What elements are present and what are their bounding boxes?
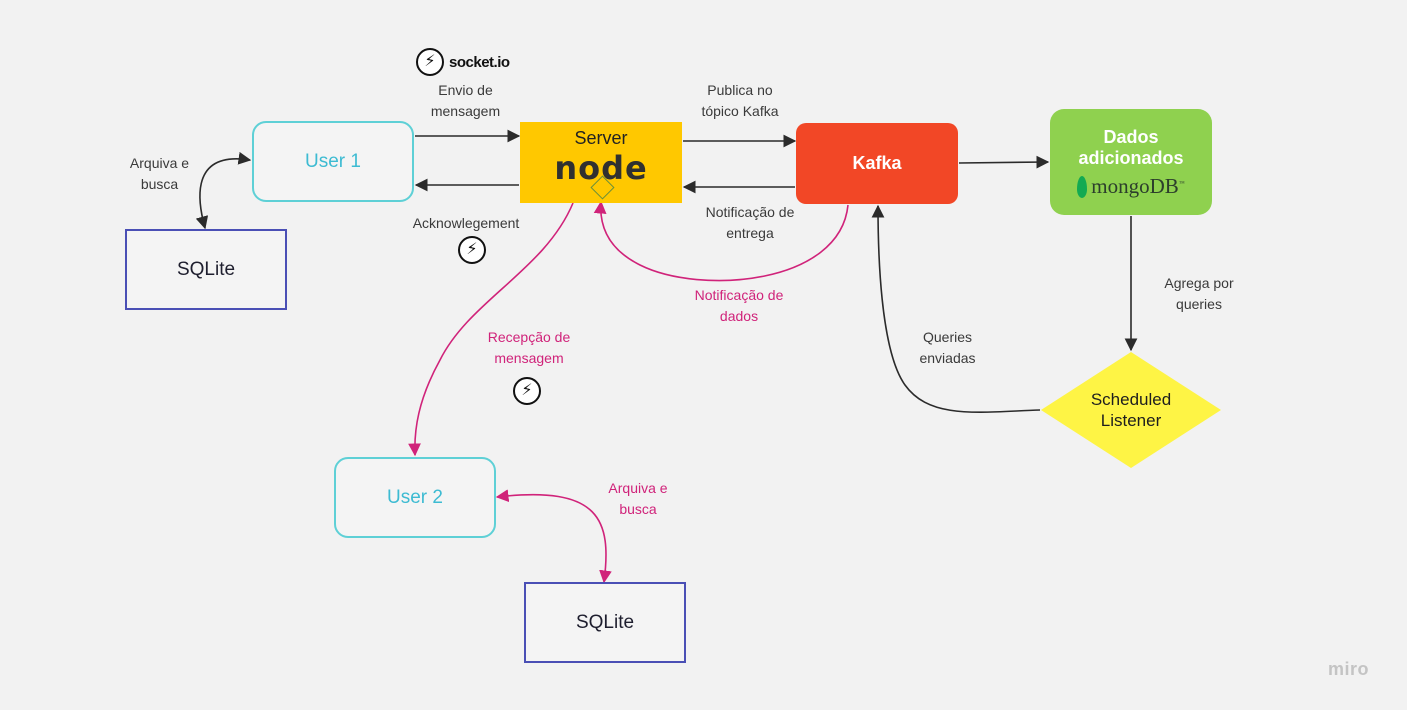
miro-watermark: miro — [1328, 659, 1370, 679]
socketio-icon: ⚡ — [458, 236, 486, 264]
label-agrega-queries: Agrega por queries — [1164, 275, 1234, 312]
label-arquiva-busca-2: Arquiva e busca — [608, 480, 668, 517]
scheduled-listener-text: Scheduled Listener — [1090, 390, 1172, 430]
arrow-kafka-to-mongo[interactable] — [958, 155, 1050, 169]
user2-label: User 2 — [387, 486, 443, 508]
mongodb-leaf-icon — [1077, 175, 1088, 198]
sqlite1-label: SQLite — [176, 258, 236, 280]
mongo-node[interactable]: Dados adicionados mongoDB ™ — [1050, 109, 1212, 215]
label-acknowledgement: Acknowlegement — [412, 215, 520, 231]
server-label: Server — [574, 128, 628, 148]
label-publica-topico: Publica no tópico Kafka — [701, 82, 779, 119]
socketio-glyph: ⚡ — [521, 382, 533, 399]
kafka-node[interactable]: Kafka — [796, 123, 958, 204]
socketio-logo-text: socket.io — [449, 54, 510, 71]
sqlite2-node[interactable]: SQLite — [524, 582, 686, 663]
arrow-user2-sqlite[interactable] — [495, 489, 612, 584]
mongo-title: Dados adicionados — [1078, 126, 1184, 168]
socketio-logo-icon: ⚡ — [416, 48, 444, 76]
sqlite2-label: SQLite — [575, 611, 635, 633]
label-notificacao-dados: Notificação de dados — [694, 287, 784, 324]
user1-node[interactable]: User 1 — [252, 121, 414, 202]
socketio-glyph: ⚡ — [466, 241, 478, 258]
label-arquiva-busca-1: Arquiva e busca — [129, 155, 190, 192]
scheduled-listener-label: Scheduled Listener — [1041, 352, 1221, 468]
mongodb-logo-text: mongoDB — [1091, 174, 1179, 198]
label-queries-enviadas: Queries enviadas — [919, 329, 976, 366]
sqlite1-node[interactable]: SQLite — [125, 229, 287, 310]
arrow-user1-sqlite[interactable] — [195, 151, 252, 230]
scheduled-listener-shape[interactable] — [1041, 352, 1221, 468]
arrow-server-to-user2[interactable] — [408, 202, 574, 457]
mongodb-trademark: ™ — [1178, 180, 1185, 187]
label-envio-mensagem: Envio de mensagem — [430, 82, 501, 119]
label-notificacao-entrega: Notificação de entrega — [705, 204, 795, 241]
mongodb-logo: mongoDB ™ — [1077, 174, 1185, 200]
socketio-icon: ⚡ — [513, 377, 541, 405]
arrow-listener-to-kafka[interactable] — [871, 204, 1041, 413]
server-node[interactable]: Server node — [520, 122, 682, 203]
label-recepcao-mensagem: Recepção de mensagem — [487, 329, 571, 366]
user2-node[interactable]: User 2 — [334, 457, 496, 538]
arrow-kafka-data-notification[interactable] — [593, 200, 849, 282]
kafka-label: Kafka — [852, 153, 902, 173]
nodejs-logo-icon: node — [554, 151, 647, 200]
socketio-glyph: ⚡ — [424, 53, 436, 70]
user1-label: User 1 — [305, 150, 361, 172]
